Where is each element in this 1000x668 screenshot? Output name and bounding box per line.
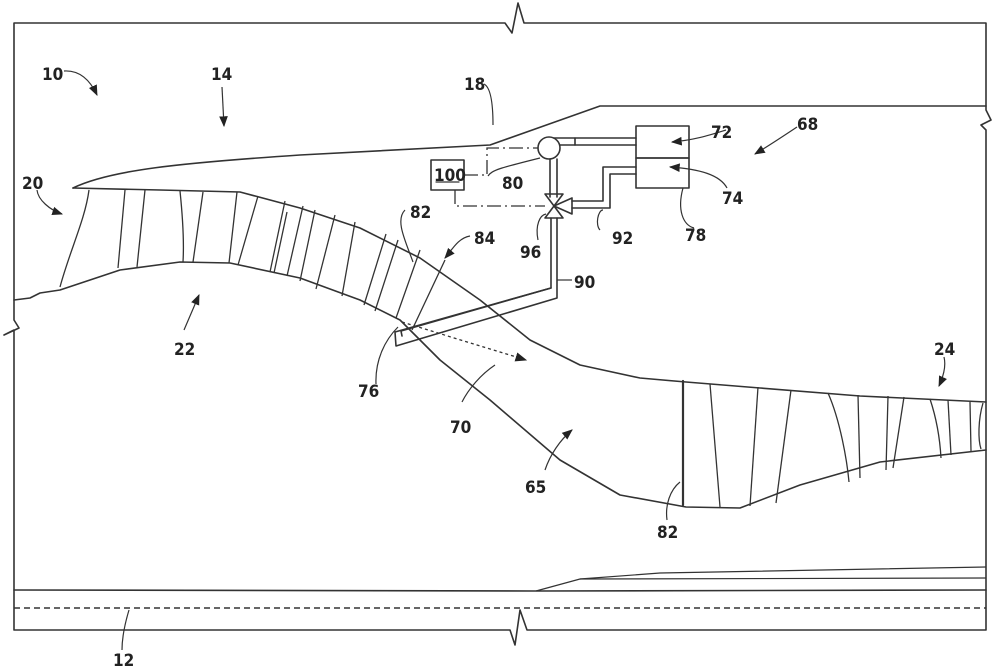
- label-24: 24: [934, 340, 955, 360]
- pipe-pump-to-valve: [550, 159, 557, 197]
- label-68: 68: [797, 115, 818, 135]
- frame-outline: [4, 3, 991, 645]
- label-12: 12: [113, 651, 134, 668]
- leader-84: [445, 236, 470, 258]
- frame-border: [4, 3, 991, 645]
- outer-casing-line: [73, 106, 986, 188]
- leader-78: [681, 188, 694, 228]
- label-96: 96: [520, 243, 541, 263]
- leader-70: [462, 365, 495, 402]
- conduit-92: [572, 167, 636, 208]
- component-72-box: [636, 126, 689, 158]
- leader-10: [64, 71, 97, 95]
- label-78: 78: [685, 226, 706, 246]
- valve-96: [545, 194, 572, 218]
- label-22: 22: [174, 340, 195, 360]
- label-92: 92: [612, 229, 633, 249]
- leader-lines: [37, 71, 945, 650]
- conduit-90-inner: [401, 288, 551, 336]
- reference-labels: 10 14 18 20 22 24 65 68 70 72 74 76 78 8…: [22, 65, 955, 668]
- shaft-lines: [14, 567, 986, 591]
- leader-18: [484, 84, 493, 125]
- component-74-box: [636, 158, 689, 188]
- label-82-upper: 82: [410, 203, 431, 223]
- label-18: 18: [464, 75, 485, 95]
- label-20: 20: [22, 174, 43, 194]
- leader-74: [670, 167, 727, 188]
- leader-68: [755, 127, 797, 154]
- label-82-lower: 82: [657, 523, 678, 543]
- label-76: 76: [358, 382, 379, 402]
- label-90: 90: [574, 273, 595, 293]
- label-72: 72: [711, 123, 732, 143]
- leader-92: [597, 210, 603, 230]
- label-14: 14: [211, 65, 232, 85]
- lp-compressor-blades: [60, 190, 445, 330]
- label-74: 74: [722, 189, 743, 209]
- pump-80: [538, 137, 575, 159]
- label-80: 80: [502, 174, 523, 194]
- label-84: 84: [474, 229, 495, 249]
- signal-line-to-valve: [455, 190, 545, 206]
- leader-22: [184, 295, 199, 330]
- flowpath-inner-wall: [14, 262, 986, 508]
- leader-24: [939, 357, 945, 386]
- heat-exchanger-78: [636, 126, 689, 188]
- label-70: 70: [450, 418, 471, 438]
- leader-82-lower: [667, 482, 680, 520]
- pipe-pump-to-72: [575, 138, 636, 145]
- label-100: 100: [434, 166, 466, 186]
- flowpath-outer-wall: [73, 188, 986, 402]
- label-10: 10: [42, 65, 63, 85]
- label-65: 65: [525, 478, 546, 498]
- leader-14: [222, 87, 224, 126]
